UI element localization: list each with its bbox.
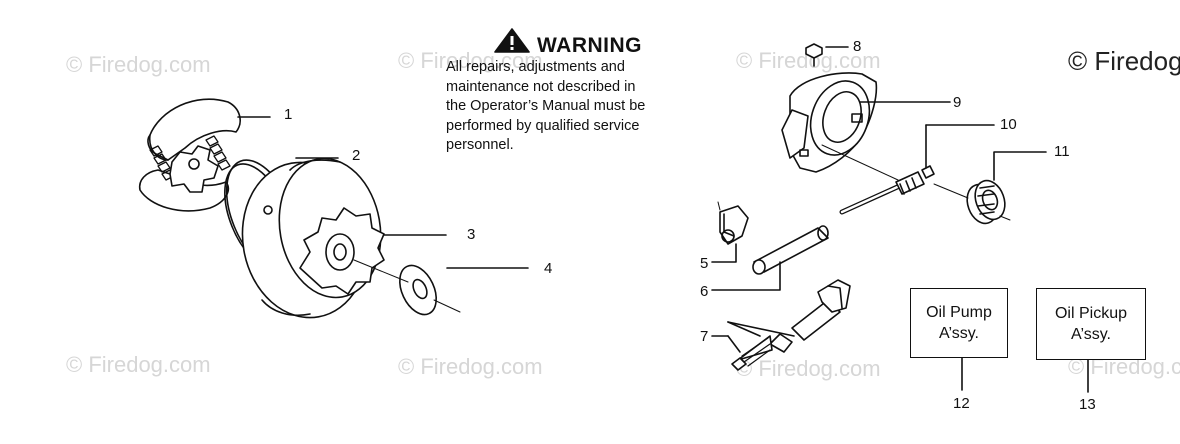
- warning-text: All repairs, adjustments and maintenance…: [446, 58, 672, 156]
- box-label: A’ssy.: [938, 325, 979, 342]
- worm-gear: [933, 151, 1047, 225]
- watermark: © Firedog.com: [66, 352, 211, 377]
- box-label: A’ssy.: [1070, 326, 1111, 343]
- watermark: © Firedog.com: [398, 354, 543, 379]
- warning-line: the Operator’s Manual must be: [446, 98, 646, 114]
- pump-housing: [781, 72, 951, 173]
- oil-pickup-assembly-box: Oil Pickup A’ssy.: [1036, 288, 1146, 360]
- screw: [805, 43, 849, 67]
- callout-6: 6: [700, 283, 709, 300]
- box-label: Oil Pickup: [1054, 305, 1128, 322]
- callout-5: 5: [700, 255, 709, 272]
- warning-title: WARNING: [537, 34, 642, 57]
- clip: [711, 201, 749, 263]
- watermark: © Firedog.com: [66, 52, 211, 77]
- warning-line: performed by qualified service: [446, 117, 640, 134]
- callout-7: 7: [700, 328, 709, 345]
- oil-pickup: [711, 279, 851, 371]
- flat-washer: [353, 259, 529, 316]
- warning-line: All repairs, adjustments and: [446, 59, 625, 75]
- oil-tube: [711, 225, 829, 291]
- box-label: Oil Pump: [926, 304, 992, 321]
- oil-pump-assembly-box: Oil Pump A’ssy.: [910, 288, 1008, 358]
- callout-9: 9: [953, 94, 962, 111]
- clutch-shoes: [138, 98, 271, 212]
- callout-10: 10: [1000, 116, 1017, 133]
- callout-8: 8: [853, 38, 862, 55]
- pump-shaft: [821, 124, 995, 215]
- callout-13: 13: [1079, 396, 1096, 413]
- watermark-large: © Firedog: [1068, 46, 1180, 76]
- warning-line: personnel.: [446, 137, 514, 153]
- callout-2: 2: [352, 147, 361, 164]
- callout-11: 11: [1054, 143, 1070, 160]
- callout-1: 1: [284, 106, 293, 123]
- callout-4: 4: [544, 260, 553, 277]
- callout-3: 3: [467, 226, 476, 243]
- clutch-drum: [241, 157, 447, 319]
- watermark: © Firedog.com: [736, 356, 881, 381]
- warning-line: maintenance not described in: [446, 78, 636, 95]
- warning-icon: [494, 28, 530, 53]
- callout-12: 12: [953, 395, 970, 412]
